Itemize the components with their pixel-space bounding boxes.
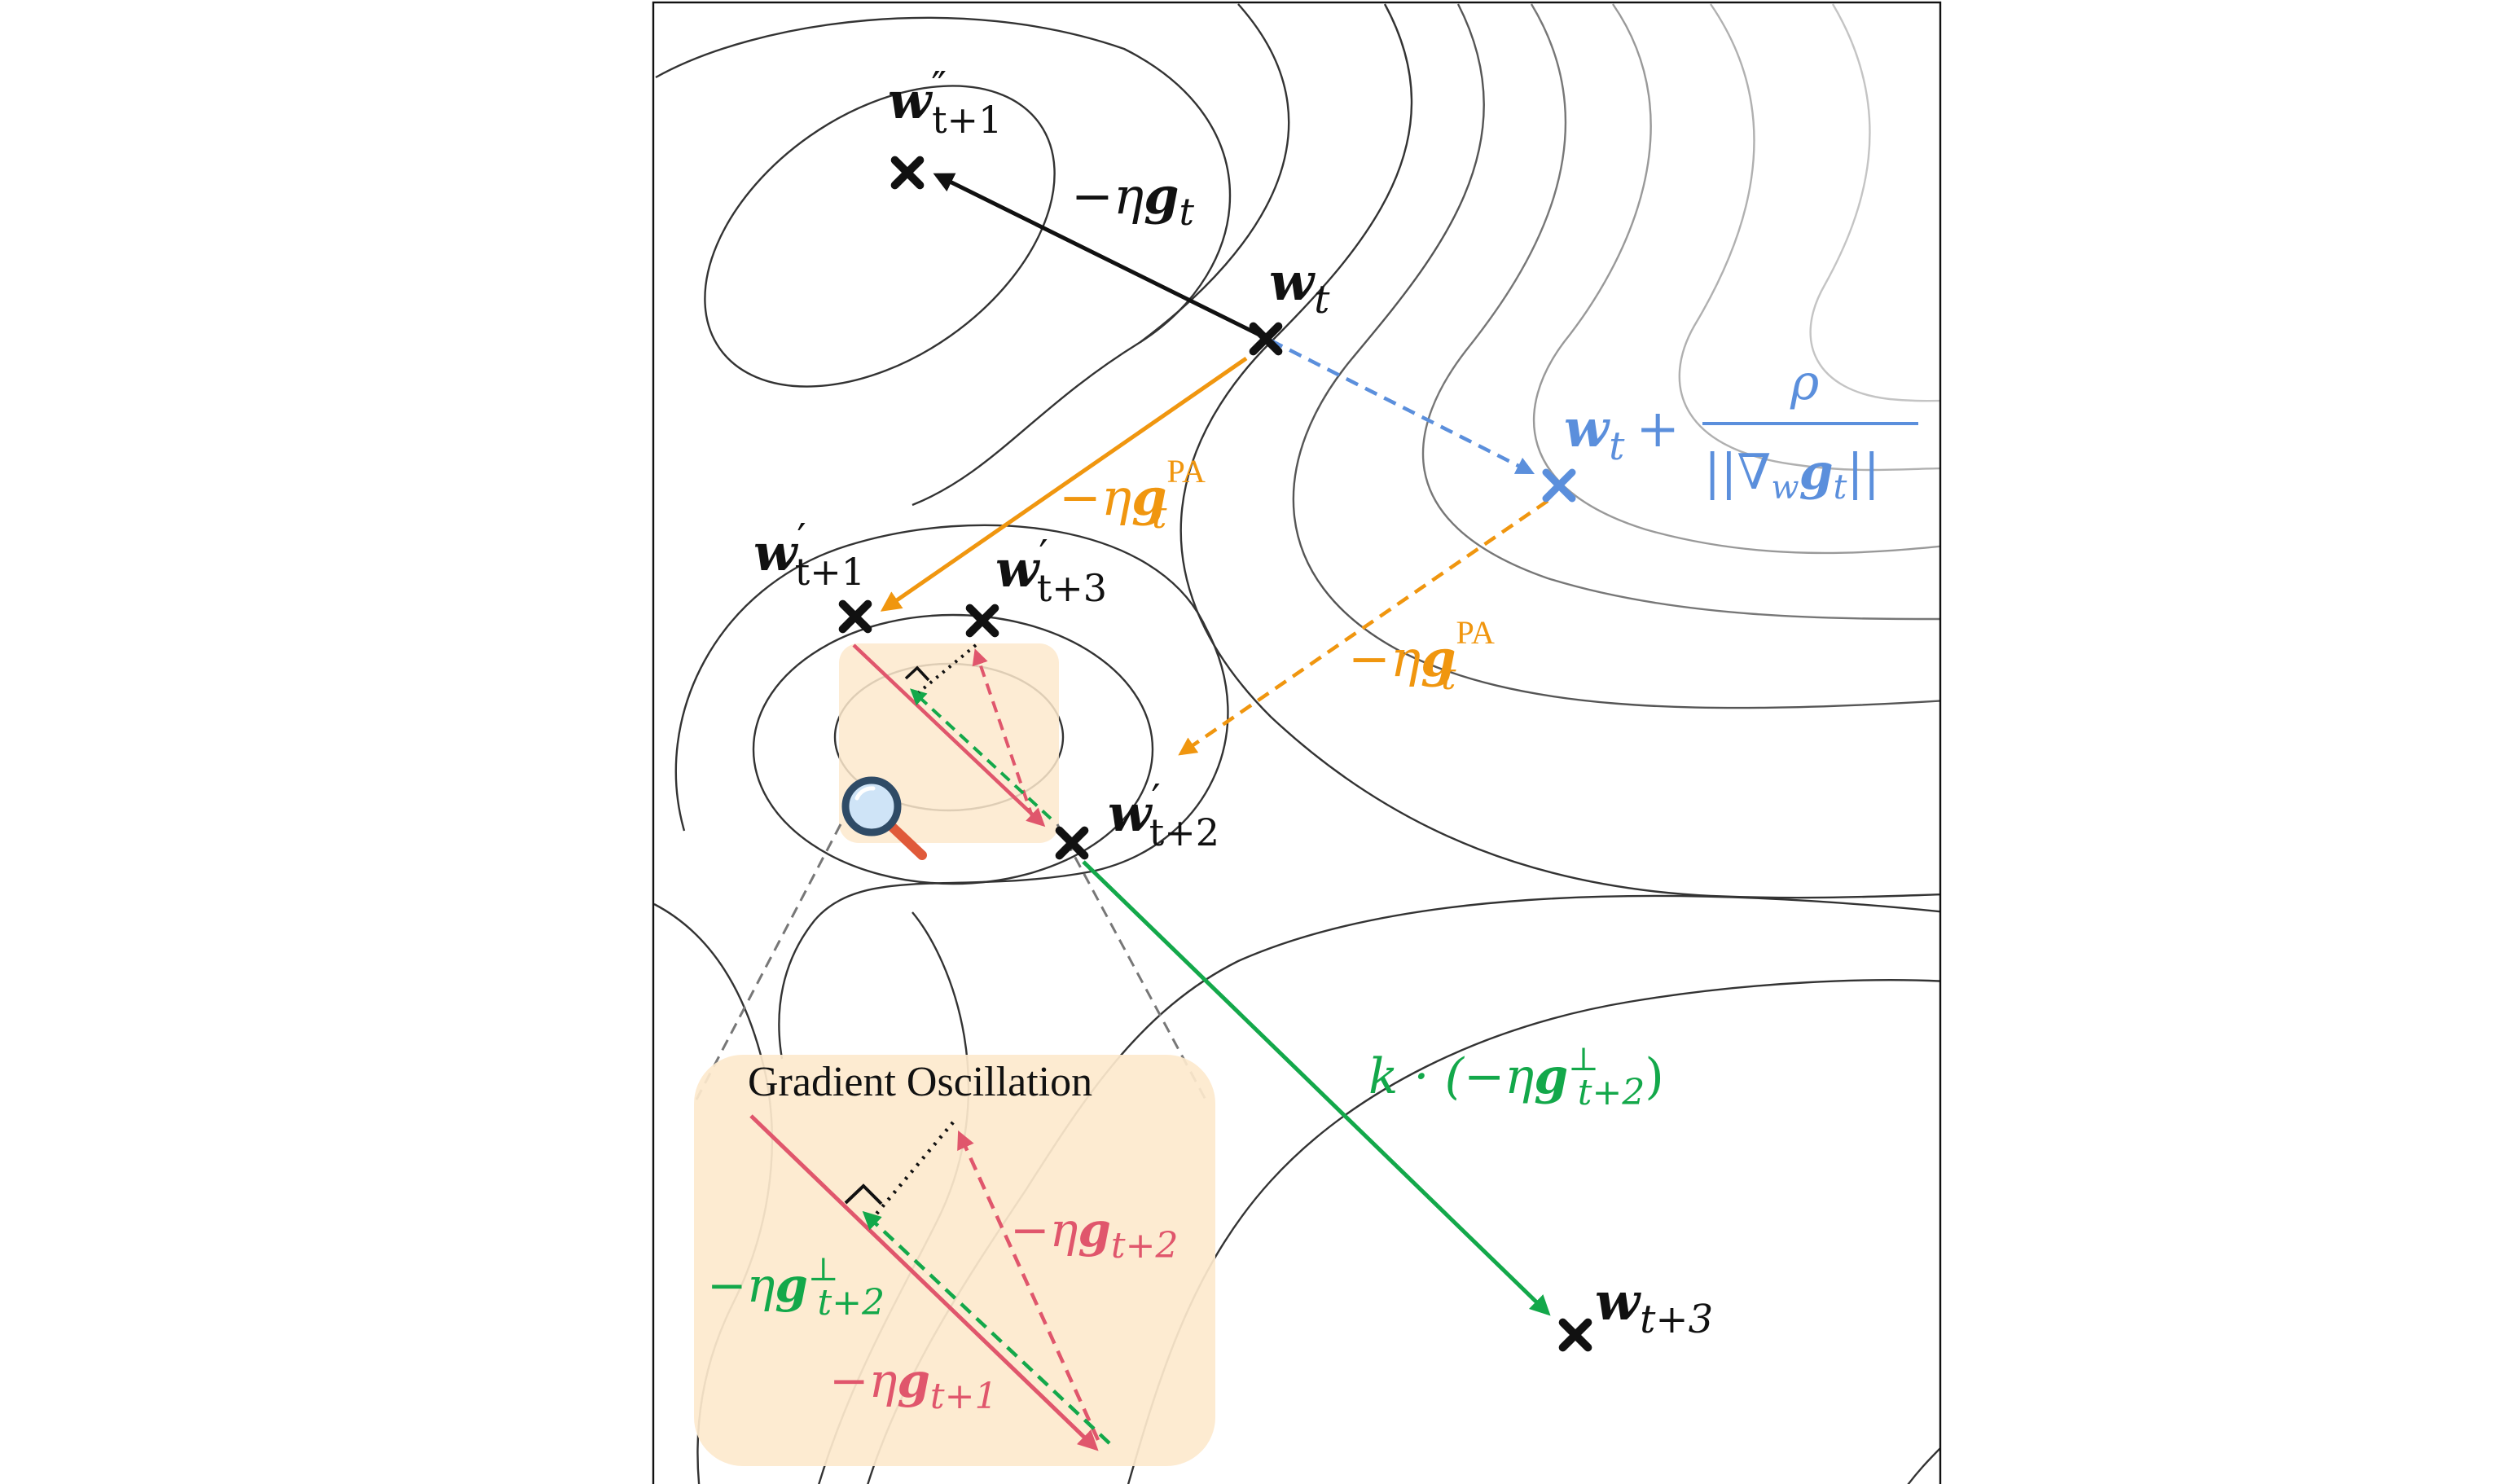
label-w-t3: wt+3 (1595, 1271, 1713, 1342)
label-sgd-step: −ηgt (1071, 166, 1194, 234)
zoom-connector-right (1056, 823, 1207, 1100)
perturb-arrow (1269, 338, 1535, 475)
cross-mark-icon-perturbed (1542, 468, 1576, 503)
label-perturbation: wt+ ρ ||∇wgt|| (1564, 354, 1918, 507)
main-arrows (880, 173, 1551, 1316)
small-grad-t1 (852, 643, 1046, 828)
cross-mark-icon-w-t3 (1563, 1323, 1588, 1348)
cross-mark-icon-w-dpp-t1 (895, 160, 920, 186)
label-zoom-g-t2: −ηgt+2 (1010, 1202, 1178, 1267)
svg-text:wt+: wt+ (1564, 398, 1680, 469)
label-zoom-g-perp: −ηg⊥t+2 (707, 1251, 885, 1324)
contour-basin-top-outer-1 (655, 16, 1232, 507)
diagram-frame (652, 1, 1942, 1484)
contour-s-3 (1421, 3, 1941, 621)
svg-text:ρ: ρ (1790, 354, 1819, 411)
zoom-inset-box (694, 1055, 1215, 1466)
inset-grad-t2 (957, 1130, 1100, 1441)
inset-right-angle (844, 1183, 883, 1205)
label-zoom-g-t1: −ηgt+1 (829, 1353, 997, 1417)
oscillation-large (749, 1114, 1111, 1451)
inset-grad-perp (862, 1210, 1111, 1445)
cross-mark-icon-w-p-t3 (970, 608, 995, 634)
inset-grad-t1 (749, 1114, 1099, 1451)
contour-s-5 (1678, 3, 1941, 472)
label-w-t: wt (1269, 252, 1330, 323)
cross-mark-icon-w-p-t1 (843, 604, 868, 630)
svg-text:||∇wgt||: ||∇wgt|| (1704, 444, 1880, 507)
pa-arrow-2 (1178, 499, 1549, 756)
contour-center-outer (674, 524, 1229, 1060)
small-grad-perp (910, 688, 1052, 820)
zoom-connector-left (695, 823, 842, 1100)
small-right-angle (904, 665, 930, 682)
small-grad-t2 (972, 648, 1034, 819)
contour-s-4 (1533, 3, 1941, 555)
contour-basin-top-inner (704, 85, 1056, 388)
oscillation-small (852, 643, 1052, 828)
cross-mark-icon-w-p-t2 (1060, 831, 1085, 856)
label-w-p-t3: w′t+3 (995, 531, 1107, 610)
label-w-dpp-t1: w″t+1 (888, 63, 1002, 142)
points (843, 160, 1588, 1348)
pa-arrow-1 (880, 356, 1248, 612)
contour-s-2 (1292, 3, 1941, 709)
label-w-p-t1: w′t+1 (753, 515, 865, 594)
sgd-arrow (933, 173, 1264, 339)
label-k-step: k · (−ηg⊥t+2) (1368, 1041, 1664, 1113)
inset-title: Gradient Oscillation (748, 1059, 1092, 1105)
label-w-p-t2: w′t+2 (1108, 775, 1219, 854)
contour-corner (1907, 1446, 1941, 1484)
zoom-highlight (694, 643, 1215, 1466)
contour-s-6 (1809, 3, 1941, 402)
k-step-arrow (1082, 860, 1551, 1316)
magnifier-icon (841, 776, 927, 860)
contour-center-mid (752, 613, 1154, 885)
